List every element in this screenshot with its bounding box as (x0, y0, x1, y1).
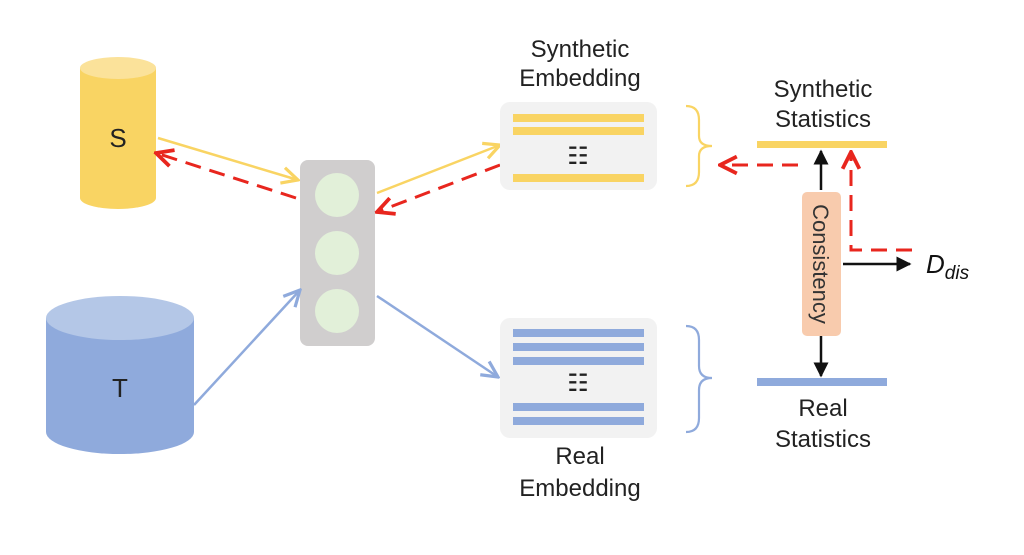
neuron-circle (315, 231, 359, 275)
synthetic-statistics-title-line1: Synthetic (774, 76, 873, 103)
source-cylinder: S (80, 57, 156, 209)
embedding-row (513, 114, 644, 122)
target-cylinder: T (46, 296, 194, 454)
synthetic-embedding-card: Synthetic Embedding ☷ (500, 36, 657, 190)
embedding-row (513, 343, 644, 351)
embedding-row (513, 417, 644, 425)
real-embedding-title-line1: Real (555, 443, 604, 470)
list-icon: ☷ (567, 143, 589, 170)
embedding-row (513, 329, 644, 337)
model-to-source-gradient-arrow (156, 153, 297, 200)
real-statistics-title-line2: Statistics (775, 426, 871, 453)
embedding-row (513, 403, 644, 411)
target-to-model-arrow (193, 290, 300, 406)
model-to-real-embedding-arrow (376, 294, 498, 377)
consistency-box (802, 192, 841, 336)
synthetic-embedding-to-model-gradient-arrow (377, 163, 501, 212)
synthetic-embedding-title-line1: Synthetic (531, 36, 630, 63)
target-label: T (112, 373, 128, 403)
discrepancy-label: Ddis (926, 249, 970, 284)
model-to-synthetic-embedding-arrow (376, 145, 500, 195)
synthetic-statistics-bar (757, 141, 887, 148)
discrepancy-subscript: dis (945, 263, 970, 284)
consistency-label: Consistency (808, 204, 833, 324)
synthetic-brace (685, 104, 713, 188)
embedding-row (513, 127, 644, 135)
source-to-model-arrow (157, 136, 298, 180)
embedding-row (513, 357, 644, 365)
real-embedding-title-line2: Embedding (519, 475, 640, 502)
synthetic-embedding-title-line2: Embedding (519, 65, 640, 92)
discrepancy-symbol: D (926, 249, 945, 279)
neuron-circle (315, 289, 359, 333)
neuron-circle (315, 173, 359, 217)
real-statistics-title-line1: Real (798, 395, 847, 422)
synthetic-statistics-title-line2: Statistics (775, 106, 871, 133)
discrepancy-gradient-arrow (851, 152, 912, 252)
list-icon: ☷ (567, 370, 589, 397)
model-block (300, 160, 375, 346)
embedding-row (513, 174, 644, 182)
real-embedding-card: ☷ Real Embedding (500, 318, 657, 502)
source-label: S (109, 123, 126, 153)
real-statistics-bar (757, 378, 887, 386)
real-brace (685, 324, 713, 434)
